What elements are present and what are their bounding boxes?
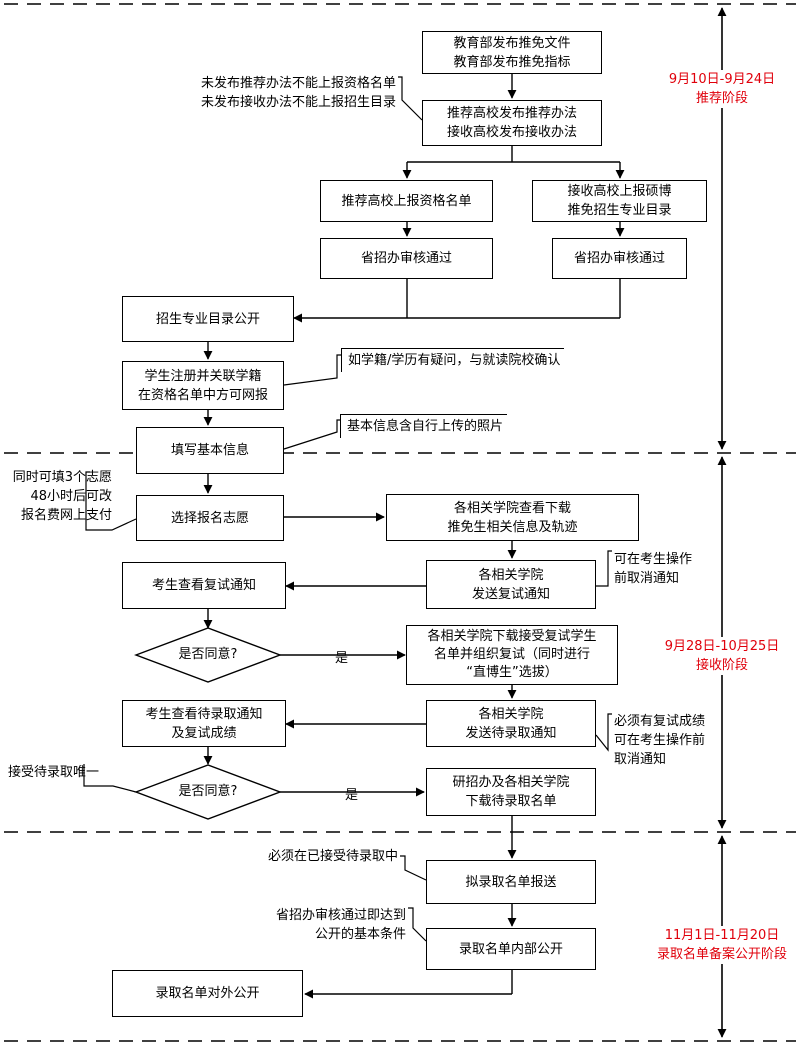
decision-diamond-1 — [134, 627, 282, 683]
box-organize-interview: 各相关学院下载接受复试学生名单并组织复试（同时进行“直博生”选拔） — [406, 625, 618, 685]
box-select-application: 选择报名志愿 — [136, 495, 284, 541]
yes-label-2: 是 — [345, 788, 359, 803]
decision-label-1: 是否同意? — [178, 647, 238, 662]
box-download-admission-list: 研招办及各相关学院下载待录取名单 — [426, 768, 596, 816]
box-colleges-view-download: 各相关学院查看下载推免生相关信息及轨迹 — [386, 494, 639, 541]
box-proposed-list-submit: 拟录取名单报送 — [426, 860, 596, 904]
box-provincial-approval-2: 省招办审核通过 — [552, 238, 687, 279]
box-list-internal-public: 录取名单内部公开 — [426, 928, 596, 970]
box-provincial-approval-1: 省招办审核通过 — [320, 238, 493, 279]
flow-connectors — [203, 74, 625, 999]
box-recommend-qualification-list: 推荐高校上报资格名单 — [320, 180, 493, 222]
box-view-admission-notice: 考生查看待录取通知及复试成绩 — [122, 700, 286, 747]
box-receive-program-catalog: 接收高校上报硕博推免招生专业目录 — [532, 180, 707, 222]
note-cancel-interview-notice: 可在考生操作前取消通知 — [614, 552, 693, 586]
note-publish-methods: 未发布推荐办法不能上报资格名单未发布接收办法不能上报招生目录 — [200, 76, 396, 110]
box-send-admission-notice: 各相关学院发送待录取通知 — [426, 700, 596, 747]
box-send-interview-notice: 各相关学院发送复试通知 — [426, 560, 596, 609]
box-view-interview-notice: 考生查看复试通知 — [122, 562, 286, 609]
note-accept-unique: 接受待录取唯一 — [8, 765, 100, 780]
note-provincial-condition: 省招办审核通过即达到公开的基本条件 — [275, 908, 406, 942]
box-universities-publish-methods: 推荐高校发布推荐办法接收高校发布接收办法 — [422, 100, 602, 146]
box-fill-basic-info: 填写基本信息 — [136, 427, 284, 474]
yes-label-1: 是 — [335, 651, 349, 666]
stage-separators — [4, 3, 796, 1042]
stage-recommend: 9月10日-9月24日推荐阶段 — [646, 70, 798, 108]
note-basic-info-photo: 基本信息含自行上传的照片 — [340, 414, 508, 438]
box-list-external-public: 录取名单对外公开 — [112, 970, 303, 1017]
stage-admission-public: 11月1日-11月20日录取名单备案公开阶段 — [646, 926, 798, 964]
decision-diamond-2 — [134, 764, 282, 820]
decision-label-2: 是否同意? — [178, 784, 238, 799]
box-moe-publish: 教育部发布推免文件教育部发布推免指标 — [422, 31, 602, 74]
box-student-register: 学生注册并关联学籍在资格名单中方可网报 — [122, 361, 284, 410]
box-catalog-public: 招生专业目录公开 — [122, 296, 294, 342]
stage-receive: 9月28日-10月25日接收阶段 — [646, 637, 798, 675]
note-student-status: 如学籍/学历有疑问，与就读院校确认 — [341, 348, 565, 372]
note-leaders — [83, 76, 612, 942]
note-must-accepted: 必须在已接受待录取中 — [267, 849, 398, 864]
note-cancel-admission-notice: 必须有复试成绩可在考生操作前取消通知 — [614, 714, 706, 767]
